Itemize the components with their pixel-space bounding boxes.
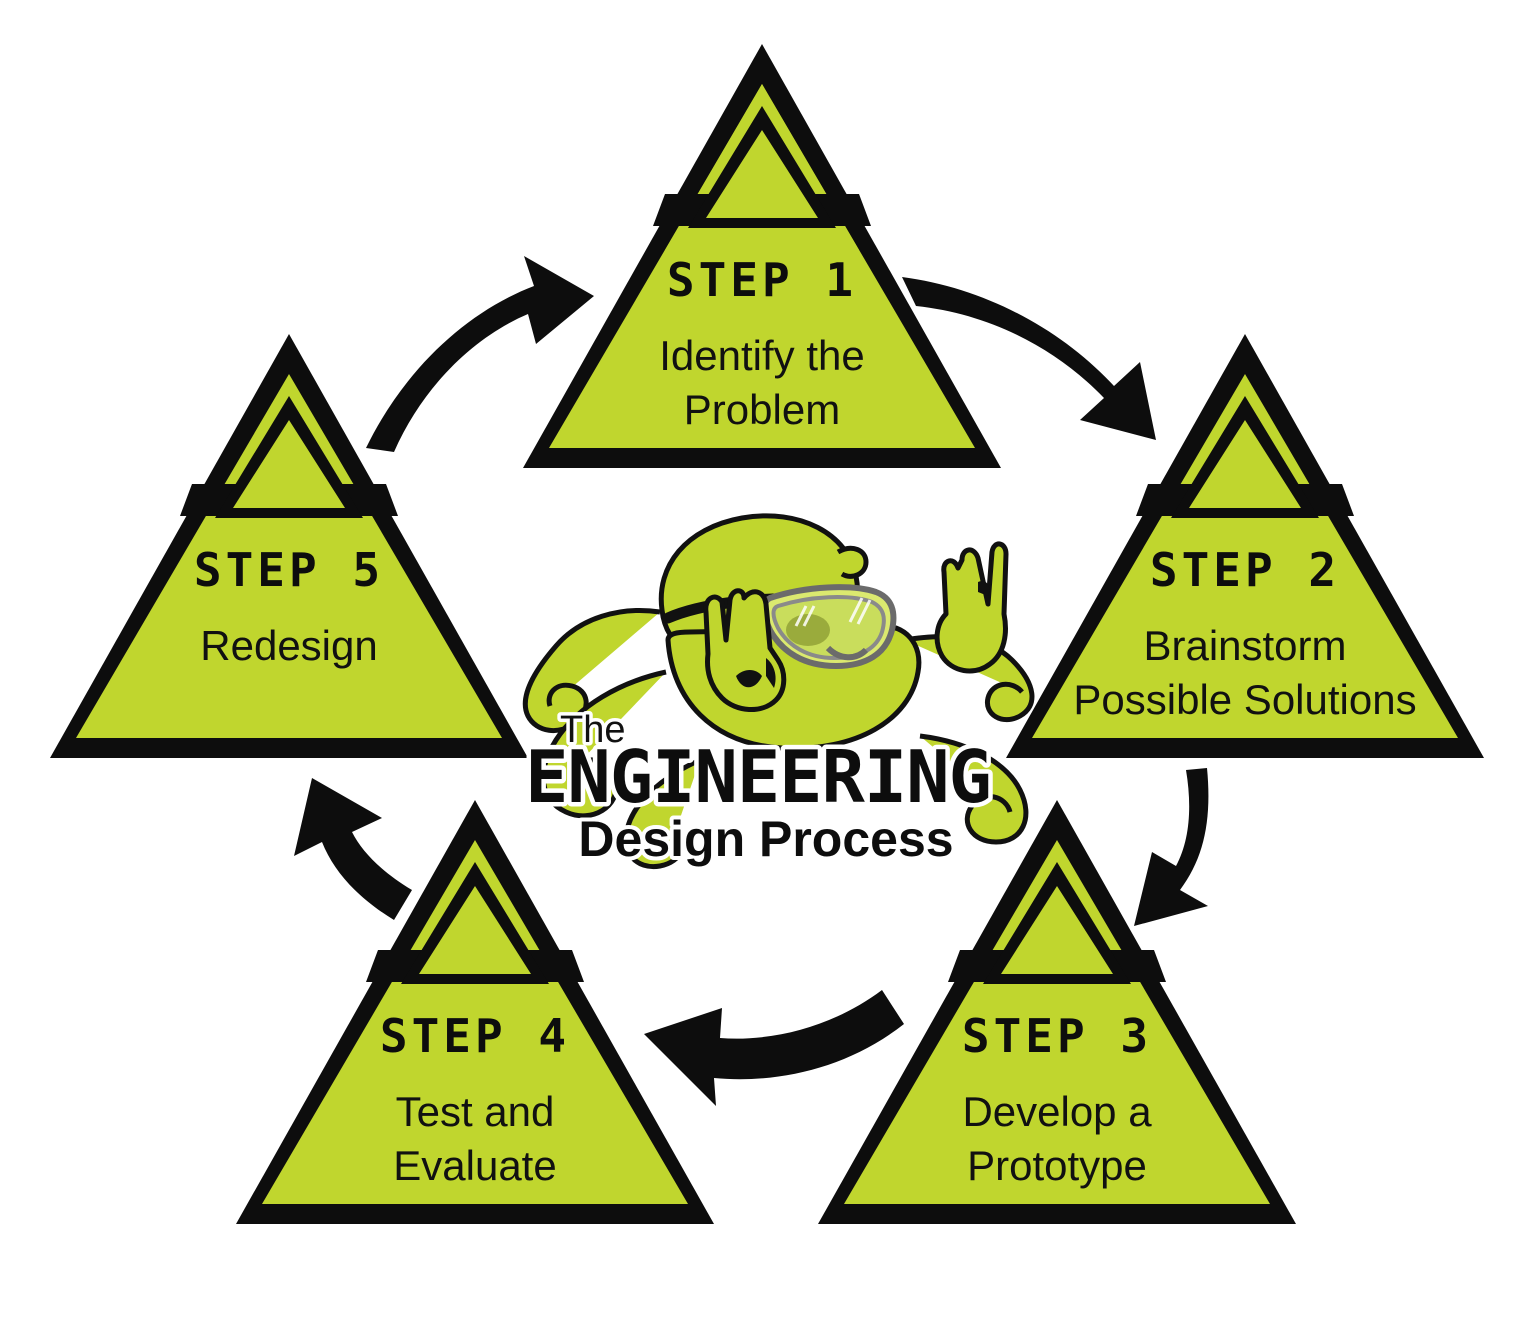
center-logo: The ENGINEERING Design Process xyxy=(521,706,997,872)
step-2-triangle[interactable]: STEP 2 Brainstorm Possible Solutions xyxy=(1006,334,1484,758)
step-2-label-line2: Possible Solutions xyxy=(1073,676,1416,723)
step-5-triangle[interactable]: STEP 5 Redesign xyxy=(50,334,528,758)
logo-line-the: The xyxy=(560,709,625,751)
step-5-label-line1: Redesign xyxy=(200,622,377,669)
step-3-triangle[interactable]: STEP 3 Develop a Prototype xyxy=(818,800,1296,1224)
logo-line-design-process: Design Process xyxy=(578,811,953,867)
goggles-icon xyxy=(761,584,897,669)
arrow-4-to-5 xyxy=(294,778,412,920)
step-4-number: STEP 4 xyxy=(380,1009,570,1063)
step-1-number: STEP 1 xyxy=(667,253,857,307)
logo-line-engineering: ENGINEERING xyxy=(525,735,991,819)
arrow-5-to-1 xyxy=(366,256,594,452)
step-4-label-line1: Test and xyxy=(396,1088,555,1135)
mascot-octopus xyxy=(522,513,1035,870)
step-2-number: STEP 2 xyxy=(1150,543,1340,597)
step-3-label-line2: Prototype xyxy=(967,1142,1147,1189)
step-1-triangle[interactable]: STEP 1 Identify the Problem xyxy=(523,44,1001,468)
step-3-number: STEP 3 xyxy=(962,1009,1152,1063)
arrow-2-to-3 xyxy=(1134,768,1209,926)
step-4-label-line2: Evaluate xyxy=(393,1142,556,1189)
step-1-label-line2: Problem xyxy=(684,386,840,433)
step-2-label-line1: Brainstorm xyxy=(1143,622,1346,669)
step-1-label-line1: Identify the xyxy=(659,332,864,379)
arrow-1-to-2 xyxy=(902,277,1156,440)
step-5-number: STEP 5 xyxy=(194,543,384,597)
step-3-label-line1: Develop a xyxy=(962,1088,1152,1135)
step-4-triangle[interactable]: STEP 4 Test and Evaluate xyxy=(236,800,714,1224)
arrow-3-to-4 xyxy=(644,990,904,1106)
